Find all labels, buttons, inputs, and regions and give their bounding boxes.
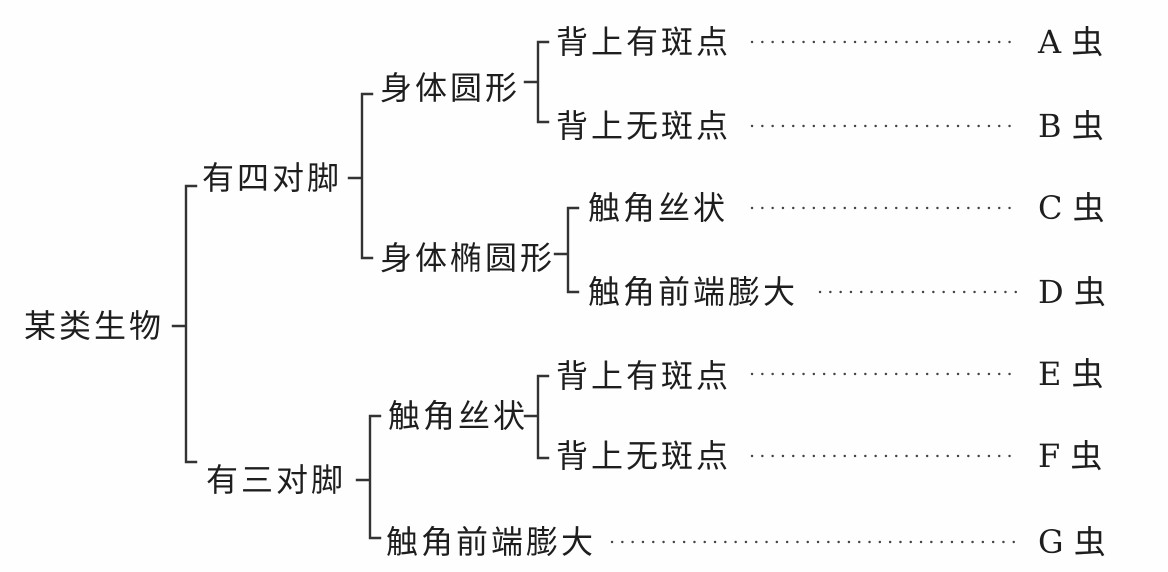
branch-oval-body: 身体椭圆形 xyxy=(380,239,556,277)
result-e: E 虫 xyxy=(1038,355,1104,393)
branch-four-legs: 有四对脚 xyxy=(202,159,343,197)
leaf-unspotted-back-f: 背上无斑点 xyxy=(556,437,732,475)
branch-filiform-antennae: 触角丝状 xyxy=(388,397,529,435)
root-label: 某类生物 xyxy=(24,307,165,345)
branch-three-legs: 有三对脚 xyxy=(206,461,347,499)
leaf-clubbed-antennae-d: 触角前端膨大 xyxy=(588,273,799,311)
result-c: C 虫 xyxy=(1038,189,1105,227)
result-g: G 虫 xyxy=(1038,523,1106,561)
result-b: B 虫 xyxy=(1038,107,1104,145)
result-d: D 虫 xyxy=(1038,273,1106,311)
leaf-filiform-antennae-c: 触角丝状 xyxy=(588,189,729,227)
bracket-root xyxy=(171,184,198,464)
leaf-spotted-back-e: 背上有斑点 xyxy=(556,357,732,395)
branch-clubbed-antennae: 触角前端膨大 xyxy=(386,523,597,561)
bracket-oval-body xyxy=(553,206,580,294)
bracket-three-legs xyxy=(355,414,382,540)
leaf-spotted-back-a: 背上有斑点 xyxy=(556,23,732,61)
leaf-unspotted-back-b: 背上无斑点 xyxy=(556,107,732,145)
bracket-four-legs xyxy=(347,92,374,260)
bracket-round-body xyxy=(523,40,550,124)
result-f: F 虫 xyxy=(1038,437,1103,475)
result-a: A 虫 xyxy=(1038,23,1104,61)
branch-round-body: 身体圆形 xyxy=(380,69,521,107)
bracket-filiform-antennae xyxy=(523,374,550,460)
